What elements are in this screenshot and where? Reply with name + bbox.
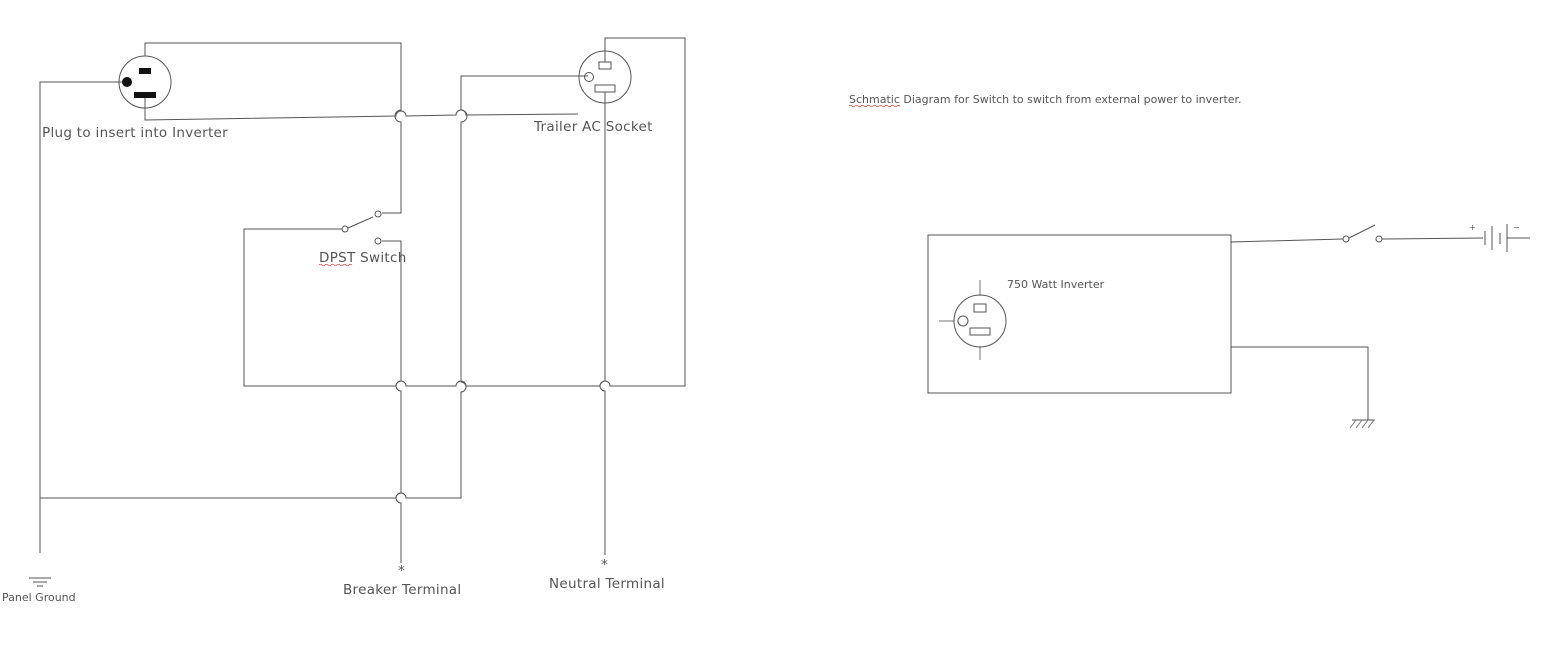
chassis-ground — [1231, 346, 1375, 429]
switch-word: Switch — [356, 250, 407, 266]
switch-common-contact — [341, 225, 349, 233]
spellcheck-underline-dpst — [318, 263, 353, 267]
switch-lower-contact — [374, 237, 382, 245]
inverter-power-circuit: + − — [1230, 223, 1530, 252]
dpst-switch — [341, 210, 382, 245]
note-rest: Diagram for Switch to switch from extern… — [900, 93, 1242, 106]
inverter-label: 750 Watt Inverter — [1007, 278, 1105, 291]
inverter-outlet — [939, 280, 1007, 360]
socket-body — [578, 50, 632, 104]
wire-socket-to-neutral — [599, 92, 606, 555]
outlet-neutral-slot — [969, 327, 991, 336]
power-switch-contact-a — [1342, 235, 1350, 243]
schematic-note: Schmatic Diagram for Switch to switch fr… — [849, 93, 1242, 106]
dpst-switch-label: DPST Switch — [319, 250, 407, 266]
neutral-terminal-mark: * — [601, 557, 608, 573]
trailer-ac-socket — [578, 50, 632, 104]
neutral-terminal-label: Neutral Terminal — [549, 576, 665, 592]
switch-upper-contact — [374, 210, 382, 218]
breaker-terminal-label: Breaker Terminal — [343, 582, 461, 598]
plug-neutral-pin — [134, 92, 156, 98]
power-switch-contact-b — [1375, 235, 1383, 243]
breaker-terminal-mark: * — [398, 563, 405, 579]
plug-label: Plug to insert into Inverter — [42, 125, 228, 141]
switch-lever — [347, 216, 374, 229]
outlet-ground-hole — [957, 315, 969, 327]
trailer-socket-label: Trailer AC Socket — [533, 119, 653, 135]
wire-switch-to-breaker — [382, 240, 402, 563]
wire-plug-bottom-to-socket — [144, 95, 579, 121]
inverter-plug — [118, 55, 172, 109]
socket-neutral-slot — [594, 84, 616, 93]
plug-body — [118, 55, 172, 109]
wire-switch-loop — [243, 37, 686, 387]
panel-ground-label: Panel Ground — [2, 591, 76, 604]
outlet-hot-slot — [973, 303, 987, 313]
socket-hot-slot — [598, 61, 612, 70]
wiring — [39, 37, 686, 563]
battery-plus-label: + — [1469, 223, 1476, 232]
battery-minus-label: − — [1513, 223, 1520, 232]
wire-ground-bus — [39, 81, 126, 553]
battery-icon — [1484, 224, 1530, 252]
spellcheck-underline-schmatic — [848, 104, 901, 108]
dpst-word: DPST — [319, 250, 356, 266]
schmatic-word: Schmatic — [849, 93, 900, 106]
panel-ground-symbol — [29, 577, 51, 587]
power-switch-lever — [1348, 224, 1376, 239]
outlet-body — [953, 294, 1007, 348]
inverter-box — [927, 234, 1232, 394]
plug-ground-pin — [122, 77, 132, 87]
plug-hot-pin — [139, 68, 151, 74]
socket-ground-hole — [584, 72, 594, 82]
wire-plug-top-to-switch — [144, 42, 402, 214]
